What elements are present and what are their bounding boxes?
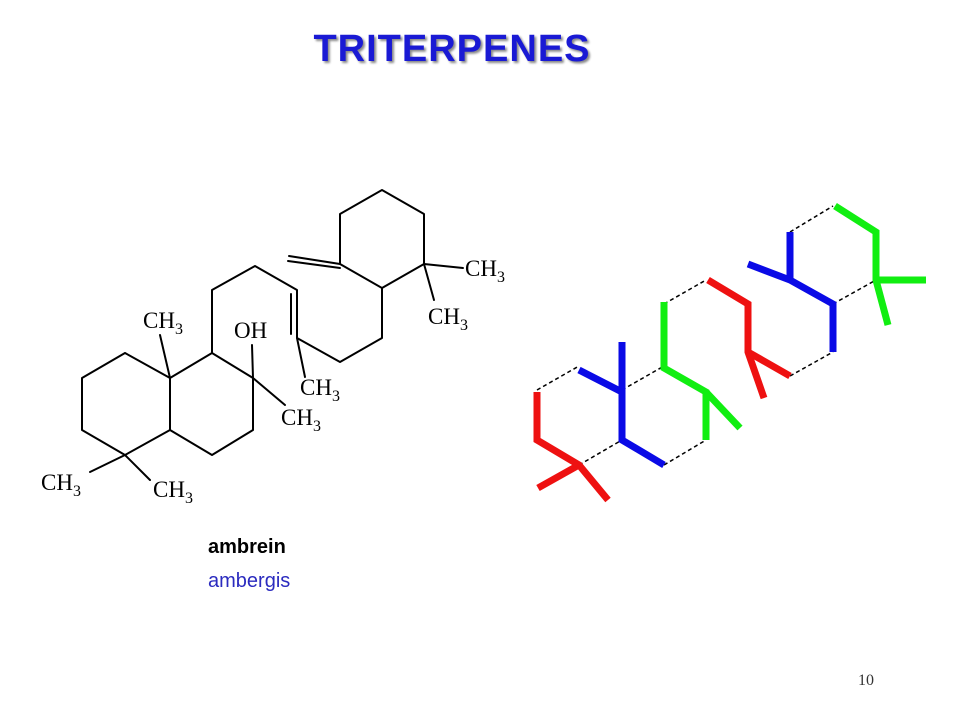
compound-name: ambrein xyxy=(208,536,286,558)
hydroxyl-label: OH xyxy=(234,318,267,343)
ambrein-skeleton xyxy=(81,189,464,481)
page-number: 10 xyxy=(858,672,874,689)
compound-source: ambergis xyxy=(208,570,291,592)
isoprene-unit-red-2 xyxy=(706,276,768,400)
methyl-label-gem-a1: CH3 xyxy=(41,470,81,500)
substituent-labels: CH3 OH CH3 CH3 CH3 CH3 CH3 CH3 xyxy=(41,256,505,507)
methyl-label-gem-b1: CH3 xyxy=(465,256,505,286)
methyl-label-angular: CH3 xyxy=(143,308,183,338)
methyl-label-gem-a2: CH3 xyxy=(153,477,193,507)
isoprene-units-diagram xyxy=(533,203,926,503)
methyl-label-gem-b2: CH3 xyxy=(428,304,468,334)
isoprene-unit-green-2 xyxy=(833,203,892,326)
methyl-label-c8: CH3 xyxy=(281,405,321,435)
isoprene-unit-blue-2 xyxy=(746,260,837,352)
isoprene-unit-red-1 xyxy=(533,392,611,503)
isoprene-unit-blue-1 xyxy=(577,366,666,469)
methyl-label-c13: CH3 xyxy=(300,375,340,405)
isoprene-unit-green-1 xyxy=(660,302,710,440)
slide-title: TRITERPENES xyxy=(313,28,591,70)
